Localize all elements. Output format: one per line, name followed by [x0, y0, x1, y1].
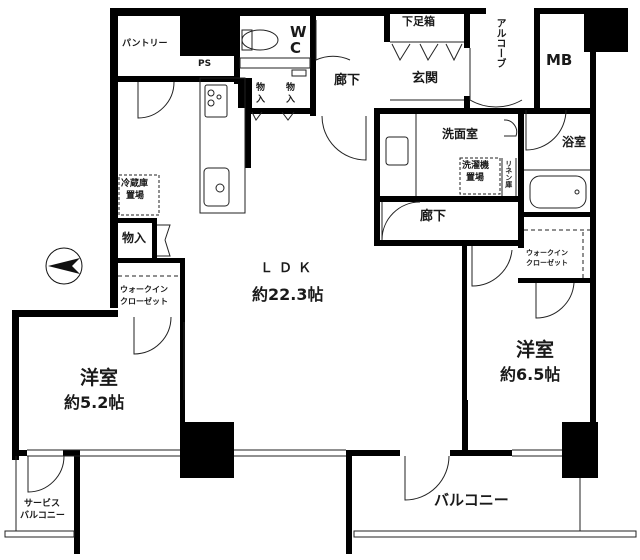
wic-right-label-2: クローゼット	[526, 259, 568, 267]
wc-label-1: W	[290, 23, 307, 41]
fridge-label-1: 冷蔵庫	[121, 179, 149, 189]
wc-label-2: C	[290, 39, 302, 57]
shoe-cabinet-label: 下足箱	[402, 15, 435, 28]
wic-right-label-1: ウォークイン	[526, 249, 568, 257]
washing-machine-label-2: 置場	[466, 173, 485, 183]
western-room-1-label: 洋室	[80, 367, 119, 389]
bathroom-label: 浴室	[562, 135, 587, 149]
balcony-label: バルコニー	[434, 491, 509, 509]
entrance-label: 玄関	[412, 71, 439, 86]
fridge-label-2: 置場	[126, 191, 145, 201]
ldk-area: 約22.3帖	[252, 285, 324, 304]
hallway-lower-label: 廊下	[420, 209, 447, 224]
storage-1-label-1: 物	[256, 83, 266, 93]
linen-label: リネン庫	[504, 160, 513, 188]
mb-label: MB	[546, 51, 573, 69]
wic-left-label-1: ウォークイン	[120, 285, 168, 294]
storage-1-label-2: 入	[256, 95, 266, 105]
western-room-1-area: 約5.2帖	[64, 393, 125, 412]
hallway-upper-label: 廊下	[334, 73, 361, 88]
washing-machine-label-1: 洗濯機	[462, 161, 490, 171]
ldk-label: ＬＤＫ	[260, 261, 318, 276]
north-arrow-icon	[45, 247, 83, 285]
storage-2-label-2: 入	[286, 95, 296, 105]
thin-lines	[4, 20, 637, 538]
washroom-label: 洗面室	[442, 127, 479, 141]
service-balcony-label-1: サービス	[24, 499, 61, 509]
service-balcony-label-2: バルコニー	[20, 511, 65, 521]
western-room-2-label: 洋室	[516, 339, 555, 361]
wic-left-label-2: クローゼット	[120, 297, 168, 306]
western-room-2-area: 約6.5帖	[500, 365, 561, 384]
pantry-label: パントリー	[122, 39, 168, 49]
walls	[12, 8, 628, 554]
alcove-label: アルコーブ	[494, 18, 505, 68]
storage-2-label-1: 物	[286, 83, 296, 93]
storage-3-label: 物入	[122, 231, 147, 245]
ps-label: PS	[198, 59, 212, 69]
